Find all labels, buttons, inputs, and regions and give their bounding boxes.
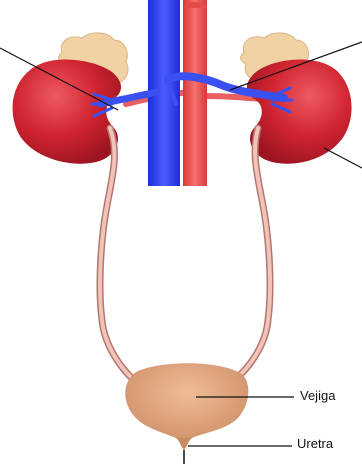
bladder-label: Vejiga (300, 388, 335, 403)
right-ureter (232, 128, 270, 382)
urethra (178, 438, 190, 450)
bladder (125, 363, 248, 448)
right-kidney (247, 59, 352, 163)
leader-line-kidney (324, 148, 362, 168)
aorta (183, 0, 207, 186)
left-ureter (100, 128, 136, 382)
urethra-label: Uretra (297, 436, 333, 451)
